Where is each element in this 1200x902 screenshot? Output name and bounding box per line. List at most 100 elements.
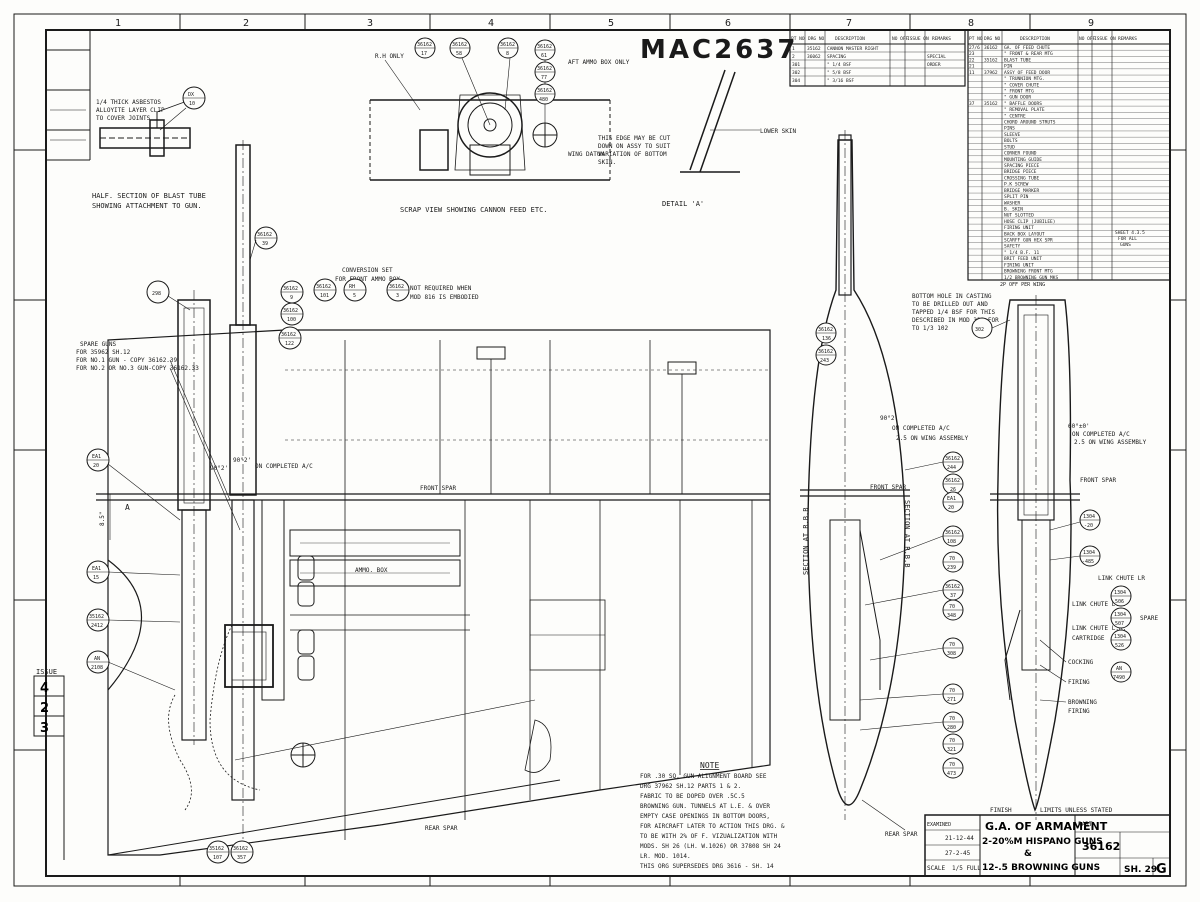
svg-text:" 5/8 BSF: " 5/8 BSF xyxy=(827,70,852,76)
svg-text:302: 302 xyxy=(792,70,800,76)
note-line: THIS ORG SUPERSEDES DRG 3616 - SH. 14 xyxy=(640,863,774,870)
rh-only-label: R.H ONLY xyxy=(375,53,404,60)
grid-col-8: 8 xyxy=(968,18,974,29)
balloon: 1304-20 xyxy=(1049,509,1101,531)
svg-text:36162: 36162 xyxy=(233,846,248,852)
svg-text:70: 70 xyxy=(949,716,955,722)
title-line-3: & xyxy=(1024,849,1032,859)
title-date-1: 21-12-44 xyxy=(945,835,974,842)
link-chute-label: LINK CHUTE LR xyxy=(1098,575,1145,582)
svg-text:136: 136 xyxy=(822,336,831,342)
table-cell: 23 xyxy=(969,51,975,57)
title-block: EXAMINED 21-12-44 27-2-45 SCALE 1/5 FULL… xyxy=(924,807,1171,877)
edge-note-2: DOWN ON ASSY TO SUIT xyxy=(598,143,671,150)
table-cell: HOSE CLIP (JUBILEE) xyxy=(1004,219,1055,225)
svg-text:PT NO: PT NO xyxy=(791,36,805,42)
svg-text:36162: 36162 xyxy=(537,66,552,72)
svg-text:70: 70 xyxy=(949,604,955,610)
front-spar-r1-label: FRONT SPAR xyxy=(870,484,907,491)
svg-text:36162: 36162 xyxy=(500,42,515,48)
revision-mark-2: 2 xyxy=(40,701,49,716)
svg-text:1304: 1304 xyxy=(1114,634,1126,640)
svg-text:36162: 36162 xyxy=(945,530,960,536)
note-line: TO BE WITH 2% OF F. VIZUALIZATION WITH xyxy=(640,833,778,840)
svg-text:61: 61 xyxy=(541,53,547,59)
svg-text:ISSUE ON: ISSUE ON xyxy=(1094,36,1116,42)
table-cell: " GUN DOOR xyxy=(1004,95,1031,101)
svg-text:-20: -20 xyxy=(1084,523,1093,529)
svg-text:" 3/16 BSF: " 3/16 BSF xyxy=(827,78,854,84)
svg-text:100: 100 xyxy=(287,317,296,323)
title-limits-note: LIMITS UNLESS STATED xyxy=(1040,807,1113,814)
svg-text:35162: 35162 xyxy=(209,846,224,852)
svg-text:302: 302 xyxy=(975,327,984,333)
grid-col-6: 6 xyxy=(725,18,731,29)
table-cell: " BAFFLE DOORS xyxy=(1004,101,1042,107)
table-cell: 22 xyxy=(969,57,975,63)
title-part-label: PART xyxy=(1078,821,1093,828)
table-cell: GA. OF FEED CHUTE xyxy=(1004,45,1050,51)
svg-text:348: 348 xyxy=(947,613,956,619)
svg-text:36162: 36162 xyxy=(537,88,552,94)
svg-text:1304: 1304 xyxy=(1114,590,1126,596)
table-cell: SPLIT PIN xyxy=(1004,194,1029,200)
svg-text:301: 301 xyxy=(792,62,800,68)
svg-text:308: 308 xyxy=(947,651,956,657)
angle-label-2: 90°2' xyxy=(233,457,251,464)
table-cell: SCARFF GUN HEX SPR xyxy=(1004,238,1053,244)
svg-text:1: 1 xyxy=(792,46,795,52)
svg-text:304: 304 xyxy=(792,78,800,84)
cartridge-label: CARTRIDGE xyxy=(1072,635,1105,642)
note-title: NOTE xyxy=(700,761,719,770)
not-required-label-2: MOD 816 IS EMBODIED xyxy=(410,294,479,301)
svg-text:DESCRIPTION: DESCRIPTION xyxy=(1020,36,1050,42)
svg-text:243: 243 xyxy=(820,358,829,364)
svg-text:26: 26 xyxy=(950,487,956,493)
title-drawing-no: 36162 xyxy=(1082,840,1120,853)
svg-text:70: 70 xyxy=(949,762,955,768)
table-cell: WASHER xyxy=(1004,200,1021,206)
svg-text:9: 9 xyxy=(290,295,293,301)
table-cell: NUT SLOTTED xyxy=(1004,213,1034,219)
svg-text:EA1: EA1 xyxy=(92,454,101,460)
svg-text:36162: 36162 xyxy=(452,42,467,48)
conversion-label-2: FOR FRONT AMMO BOX xyxy=(335,276,400,283)
table-cell: " FRONT MTG xyxy=(1004,88,1034,94)
table-cell: PINS xyxy=(1004,126,1015,132)
svg-text:1304: 1304 xyxy=(1083,550,1095,556)
browning-label: BROWNING xyxy=(1068,699,1097,706)
svg-text:36062: 36062 xyxy=(807,54,821,60)
section-rbb-right: SECTION AT R.B.B FRONT SPAR 60°±0' ON CO… xyxy=(903,293,1158,820)
balloon: 70 348 xyxy=(942,599,964,621)
svg-text:EA1: EA1 xyxy=(92,566,101,572)
title-line-1: G.A. OF ARMAMENT xyxy=(985,820,1108,833)
half-section-blast-tube: 1/4 THICK ASBESTOS ALLOYITE LAYER CLIP T… xyxy=(92,99,206,210)
edge-note-3: VARIATION OF BOTTOM xyxy=(598,151,667,158)
svg-text:36162: 36162 xyxy=(316,284,331,290)
angle-label-4: 90°2' xyxy=(880,415,898,422)
svg-text:FOR ALL: FOR ALL xyxy=(1118,236,1137,242)
title-line-2: 2-20%M HISPANO GUNS xyxy=(982,837,1103,847)
table-cell: " REMOVAL PLATE xyxy=(1004,107,1045,113)
svg-text:SPACING: SPACING xyxy=(827,54,846,60)
svg-text:36162: 36162 xyxy=(389,284,404,290)
cocking-label: COCKING xyxy=(1068,659,1094,666)
handwritten-drawing-number: MAC2637 xyxy=(640,35,798,65)
